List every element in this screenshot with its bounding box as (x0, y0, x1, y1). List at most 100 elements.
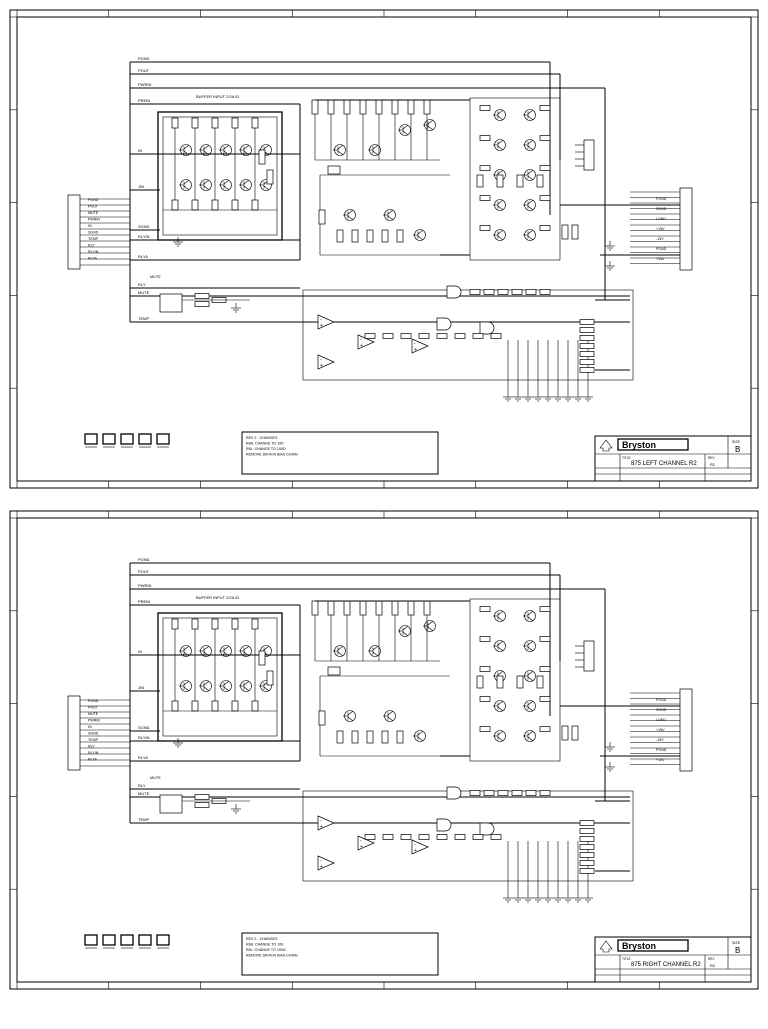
opamp-symbol (317, 855, 335, 871)
resistor-symbol (525, 790, 537, 796)
resistor-symbol (211, 117, 219, 129)
transistor-symbol (523, 700, 536, 712)
resistor-symbol (511, 790, 523, 796)
ground-icon (173, 237, 183, 247)
transistor-symbol (523, 670, 536, 682)
resistor-symbol (231, 117, 239, 129)
resistor-symbol (381, 229, 389, 243)
ground-icon (553, 392, 563, 402)
opamp-symbol (317, 314, 335, 330)
transistor-symbol (523, 109, 536, 121)
resistor-symbol (539, 696, 551, 702)
revision-note: REV 2 - CHANGES (246, 937, 278, 941)
resistor-symbol (497, 790, 509, 796)
connector-pin-label: +15V (656, 758, 665, 762)
legend-square-icon (102, 433, 116, 445)
transistor-symbol (333, 144, 346, 156)
resistor-symbol (479, 696, 491, 702)
resistor-symbol (579, 351, 595, 357)
resistor-symbol (579, 319, 595, 325)
resistor-symbol (497, 289, 509, 295)
opamp-plus-label: + (414, 848, 417, 854)
transistor-symbol (398, 124, 411, 136)
resistor-symbol (469, 289, 481, 295)
transistor-symbol (239, 144, 252, 156)
resistor-symbol (579, 828, 595, 834)
resistor-symbol (476, 174, 484, 188)
transistor-symbol (493, 109, 506, 121)
sheet-outer-border (9, 510, 759, 990)
transistor-symbol (219, 144, 232, 156)
jumper-connector (583, 640, 595, 672)
transistor-symbol (413, 229, 426, 241)
resistor-symbol (231, 199, 239, 211)
ground-icon (533, 893, 543, 903)
logic-gate-symbol (446, 786, 462, 800)
resistor-symbol (472, 333, 484, 339)
connector-pin-label: PWRIN (88, 719, 100, 723)
opamp-plus-label: + (320, 864, 323, 870)
transistor-symbol (523, 229, 536, 241)
resistor-symbol (525, 289, 537, 295)
ground-icon (533, 392, 543, 402)
resistor-symbol (579, 852, 595, 858)
ground-icon (605, 742, 615, 752)
connector-pin-label: PGND (656, 197, 667, 201)
transistor-symbol (179, 144, 192, 156)
ground-icon (553, 893, 563, 903)
resistor-symbol (194, 802, 210, 808)
thermistor-symbol (327, 165, 341, 175)
mute-label: MUTE (150, 776, 161, 780)
resistor-symbol (251, 700, 259, 712)
rev-value: R2 (710, 963, 716, 968)
connector-pin-label: SGND (656, 207, 667, 211)
resistor-symbol (479, 636, 491, 642)
sheet-left: PGNDPOUTPWRINPREININJINSGNDRLYINRLYARLYM… (9, 9, 759, 489)
resistor-symbol (539, 726, 551, 732)
rail-label: RLY (138, 783, 146, 788)
revision-note: R8A: CHANGE TO 10K (246, 442, 284, 446)
connector-pin-label: +15V (656, 728, 665, 732)
resistor-symbol (251, 117, 259, 129)
logic-gate-symbol (479, 321, 495, 335)
opamp-minus-label: - (320, 858, 322, 864)
rail-label: IN (138, 148, 142, 153)
resistor-symbol (454, 834, 466, 840)
thermistor-symbol (327, 666, 341, 676)
connector-pin-label: PGND (88, 198, 99, 202)
rail-label: POUT (138, 569, 150, 574)
resistor-symbol (539, 790, 551, 796)
transistor-symbol (523, 139, 536, 151)
transistor-symbol (179, 645, 192, 657)
resistor-symbol (382, 333, 394, 339)
logo-text: Bryston (622, 941, 656, 951)
transistor-symbol (423, 620, 436, 632)
connector-pin-label: PWRIN (88, 218, 100, 222)
revision-note: REV 2 - CHANGES (246, 436, 278, 440)
resistor-symbol (171, 700, 179, 712)
size-value: B (735, 445, 740, 454)
rail-label: RLYIN (138, 234, 150, 239)
rail-label: MUTE (138, 791, 150, 796)
connector-pin-label: RLYA (88, 257, 97, 261)
rail-label: PREIN (138, 599, 150, 604)
connector-pin-label: TEMP (88, 738, 99, 742)
resistor-symbol (364, 834, 376, 840)
transistor-symbol (523, 730, 536, 742)
ground-icon (523, 392, 533, 402)
revision-notes-box (241, 431, 439, 475)
transistor-symbol (493, 640, 506, 652)
resistor-symbol (490, 834, 502, 840)
title-label: TITLE (622, 456, 631, 460)
rail-label: TEMP (138, 817, 149, 822)
left-connector (67, 194, 81, 270)
rail-label: PREIN (138, 98, 150, 103)
logic-gate-symbol (446, 285, 462, 299)
resistor-symbol (423, 600, 431, 616)
resistor-symbol (539, 666, 551, 672)
rev-label: REV (708, 456, 715, 460)
connector-pin-label: LGND (656, 217, 666, 221)
resistor-symbol (436, 834, 448, 840)
connector-pin-label: RLY (88, 745, 95, 749)
resistor-symbol (194, 301, 210, 307)
